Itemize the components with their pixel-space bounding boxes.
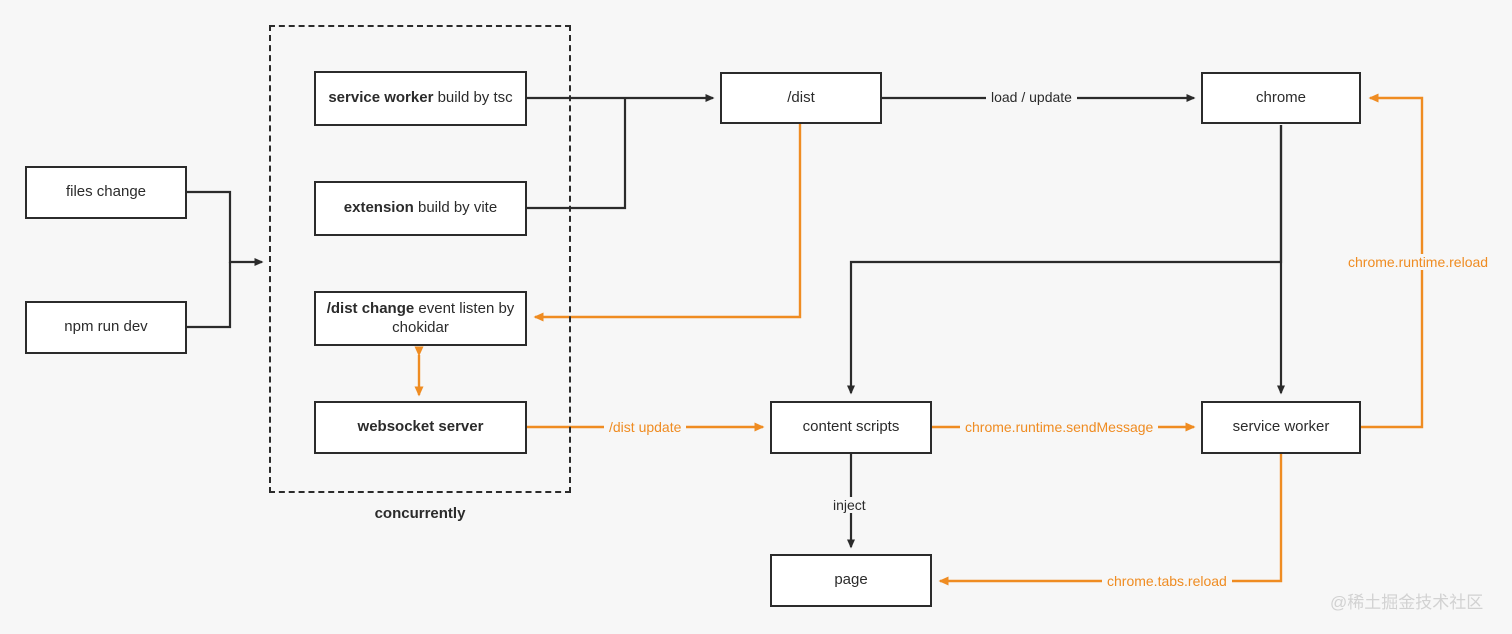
node-dist-change-rest: event listen by chokidar — [392, 299, 515, 336]
node-service-worker-build-strong: service worker — [328, 89, 434, 107]
node-content-scripts-label: content scripts — [802, 418, 900, 436]
node-service-worker-build-label: service worker build by tsc — [328, 89, 512, 108]
node-dist-change[interactable]: /dist change event listen by chokidar — [314, 291, 527, 346]
node-files-change-label: files change — [65, 183, 147, 201]
node-npm-run-dev-label: npm run dev — [64, 318, 148, 336]
node-npm-run-dev[interactable]: npm run dev — [25, 301, 187, 354]
edge-npm-run-dev-to-junction — [187, 262, 232, 329]
node-extension-build[interactable]: extension build by vite — [314, 181, 527, 236]
node-page[interactable]: page — [770, 554, 932, 607]
concurrently-group-box — [269, 25, 571, 493]
edge-label-dist-update: /dist update — [604, 419, 687, 435]
node-service-worker-label: service worker — [1232, 418, 1330, 436]
node-dist-label: /dist — [787, 88, 815, 106]
edge-chrome-to-content-scripts — [847, 125, 1283, 395]
node-chrome[interactable]: chrome — [1201, 72, 1361, 124]
node-service-worker-build[interactable]: service worker build by tsc — [314, 71, 527, 126]
node-chrome-label: chrome — [1255, 88, 1307, 106]
edge-label-inject: inject — [828, 497, 871, 513]
edge-label-load-update: load / update — [986, 89, 1077, 105]
node-files-change[interactable]: files change — [25, 166, 187, 219]
node-service-worker[interactable]: service worker — [1201, 401, 1361, 454]
node-extension-build-strong: extension — [343, 199, 414, 217]
node-extension-build-label: extension build by vite — [344, 199, 497, 218]
edge-label-send-message: chrome.runtime.sendMessage — [960, 419, 1159, 435]
watermark: @稀土掘金技术社区 — [1330, 593, 1484, 612]
node-content-scripts[interactable]: content scripts — [770, 401, 932, 454]
node-websocket-server-label: websocket server — [357, 418, 484, 436]
edge-extension-build-to-trunk — [527, 98, 627, 210]
edge-label-runtime-reload: chrome.runtime.reload — [1343, 254, 1494, 270]
node-dist-change-strong: /dist change — [326, 299, 415, 317]
node-extension-build-rest: build by vite — [413, 199, 498, 217]
node-websocket-server[interactable]: websocket server — [314, 401, 527, 454]
concurrently-group-label: concurrently — [374, 505, 466, 522]
edge-files-change-to-concurrently — [187, 190, 264, 266]
edge-label-tabs-reload: chrome.tabs.reload — [1102, 573, 1232, 589]
node-dist-change-label: /dist change event listen by chokidar — [322, 300, 519, 338]
node-service-worker-build-rest: build by tsc — [433, 89, 513, 107]
edge-service-worker-to-page — [938, 454, 1283, 586]
node-page-label: page — [834, 571, 868, 589]
node-dist[interactable]: /dist — [720, 72, 882, 124]
edge-dist-to-dist-change — [533, 124, 802, 322]
